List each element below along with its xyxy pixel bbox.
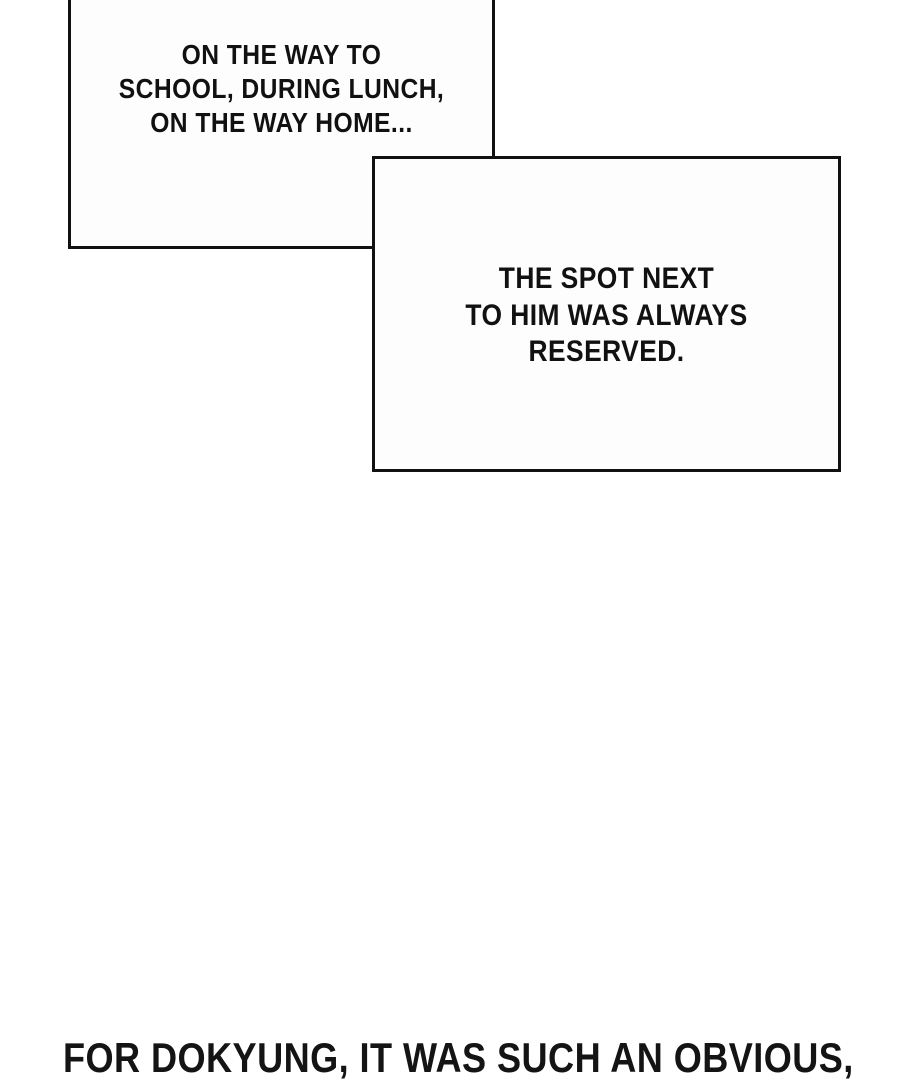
- bottom-narration-text: FOR DOKYUNG, IT WAS SUCH AN OBVIOUS,: [63, 1034, 854, 1080]
- panel-two-caption: THE SPOT NEXT TO HIM WAS ALWAYS RESERVED…: [465, 262, 748, 369]
- panel-one-caption: ON THE WAY TO SCHOOL, DURING LUNCH, ON T…: [118, 39, 445, 139]
- comic-panel-two: THE SPOT NEXT TO HIM WAS ALWAYS RESERVED…: [372, 156, 841, 472]
- comic-panel-one: ON THE WAY TO SCHOOL, DURING LUNCH, ON T…: [68, 0, 495, 249]
